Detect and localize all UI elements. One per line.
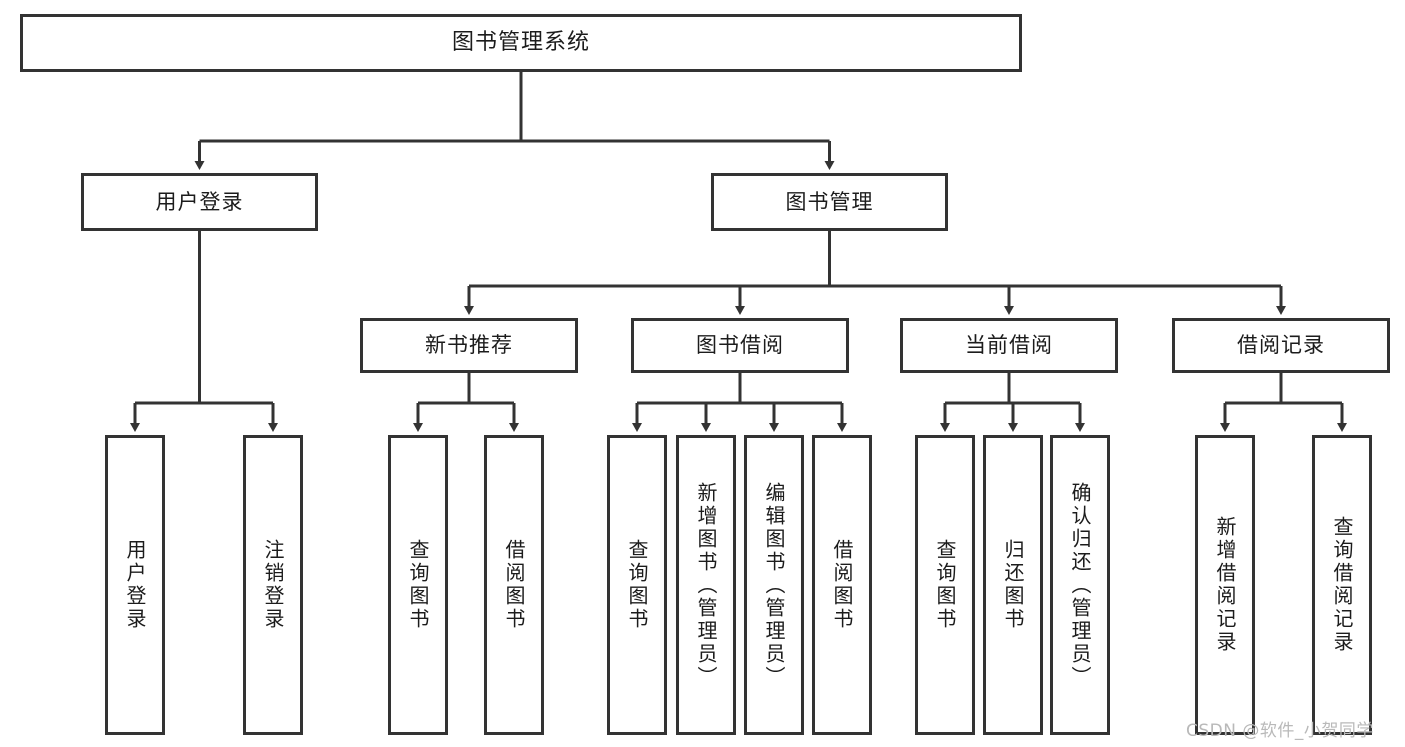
node-root[interactable]: 图书管理系统 <box>20 14 1022 72</box>
node-current-borrow[interactable]: 当前借阅 <box>900 318 1118 373</box>
node-label: 图书管理 <box>785 189 874 214</box>
node-leaf-user-login[interactable]: 用户登录 <box>105 435 165 735</box>
node-label: 图书管理系统 <box>451 30 590 56</box>
node-leaf-logout[interactable]: 注销登录 <box>243 435 303 735</box>
node-label: 编辑图书（管理员） <box>762 481 786 689</box>
node-leaf-borrow-book-2[interactable]: 借阅图书 <box>812 435 872 735</box>
node-new-book-rec[interactable]: 新书推荐 <box>360 318 578 373</box>
node-label: 查询图书 <box>625 539 649 631</box>
node-label: 用户登录 <box>155 189 244 214</box>
node-leaf-query-book-1[interactable]: 查询图书 <box>388 435 448 735</box>
node-label: 新书推荐 <box>425 333 513 358</box>
node-leaf-query-record[interactable]: 查询借阅记录 <box>1312 435 1372 735</box>
node-label: 查询图书 <box>406 539 430 631</box>
node-user-login[interactable]: 用户登录 <box>81 173 318 231</box>
node-label: 图书借阅 <box>696 333 784 358</box>
node-label: 确认归还（管理员） <box>1068 481 1092 689</box>
node-leaf-add-record[interactable]: 新增借阅记录 <box>1195 435 1255 735</box>
node-leaf-add-book[interactable]: 新增图书（管理员） <box>676 435 736 735</box>
node-leaf-edit-book[interactable]: 编辑图书（管理员） <box>744 435 804 735</box>
node-leaf-query-book-3[interactable]: 查询图书 <box>915 435 975 735</box>
node-book-borrow[interactable]: 图书借阅 <box>631 318 849 373</box>
node-borrow-record[interactable]: 借阅记录 <box>1172 318 1390 373</box>
node-label: 借阅图书 <box>502 539 526 631</box>
node-label: 查询图书 <box>933 539 957 631</box>
node-label: 用户登录 <box>123 539 147 631</box>
node-label: 当前借阅 <box>965 333 1053 358</box>
node-label: 借阅图书 <box>830 539 854 631</box>
node-label: 注销登录 <box>261 539 285 631</box>
node-leaf-borrow-book-1[interactable]: 借阅图书 <box>484 435 544 735</box>
node-leaf-query-book-2[interactable]: 查询图书 <box>607 435 667 735</box>
node-book-manage[interactable]: 图书管理 <box>711 173 948 231</box>
node-label: 新增图书（管理员） <box>694 481 718 689</box>
node-leaf-return-book[interactable]: 归还图书 <box>983 435 1043 735</box>
node-label: 归还图书 <box>1001 539 1025 631</box>
node-label: 借阅记录 <box>1237 333 1325 358</box>
node-leaf-confirm-return[interactable]: 确认归还（管理员） <box>1050 435 1110 735</box>
node-label: 查询借阅记录 <box>1330 516 1354 654</box>
watermark: CSDN @软件_小贺同学 <box>1186 721 1374 741</box>
node-label: 新增借阅记录 <box>1213 516 1237 654</box>
